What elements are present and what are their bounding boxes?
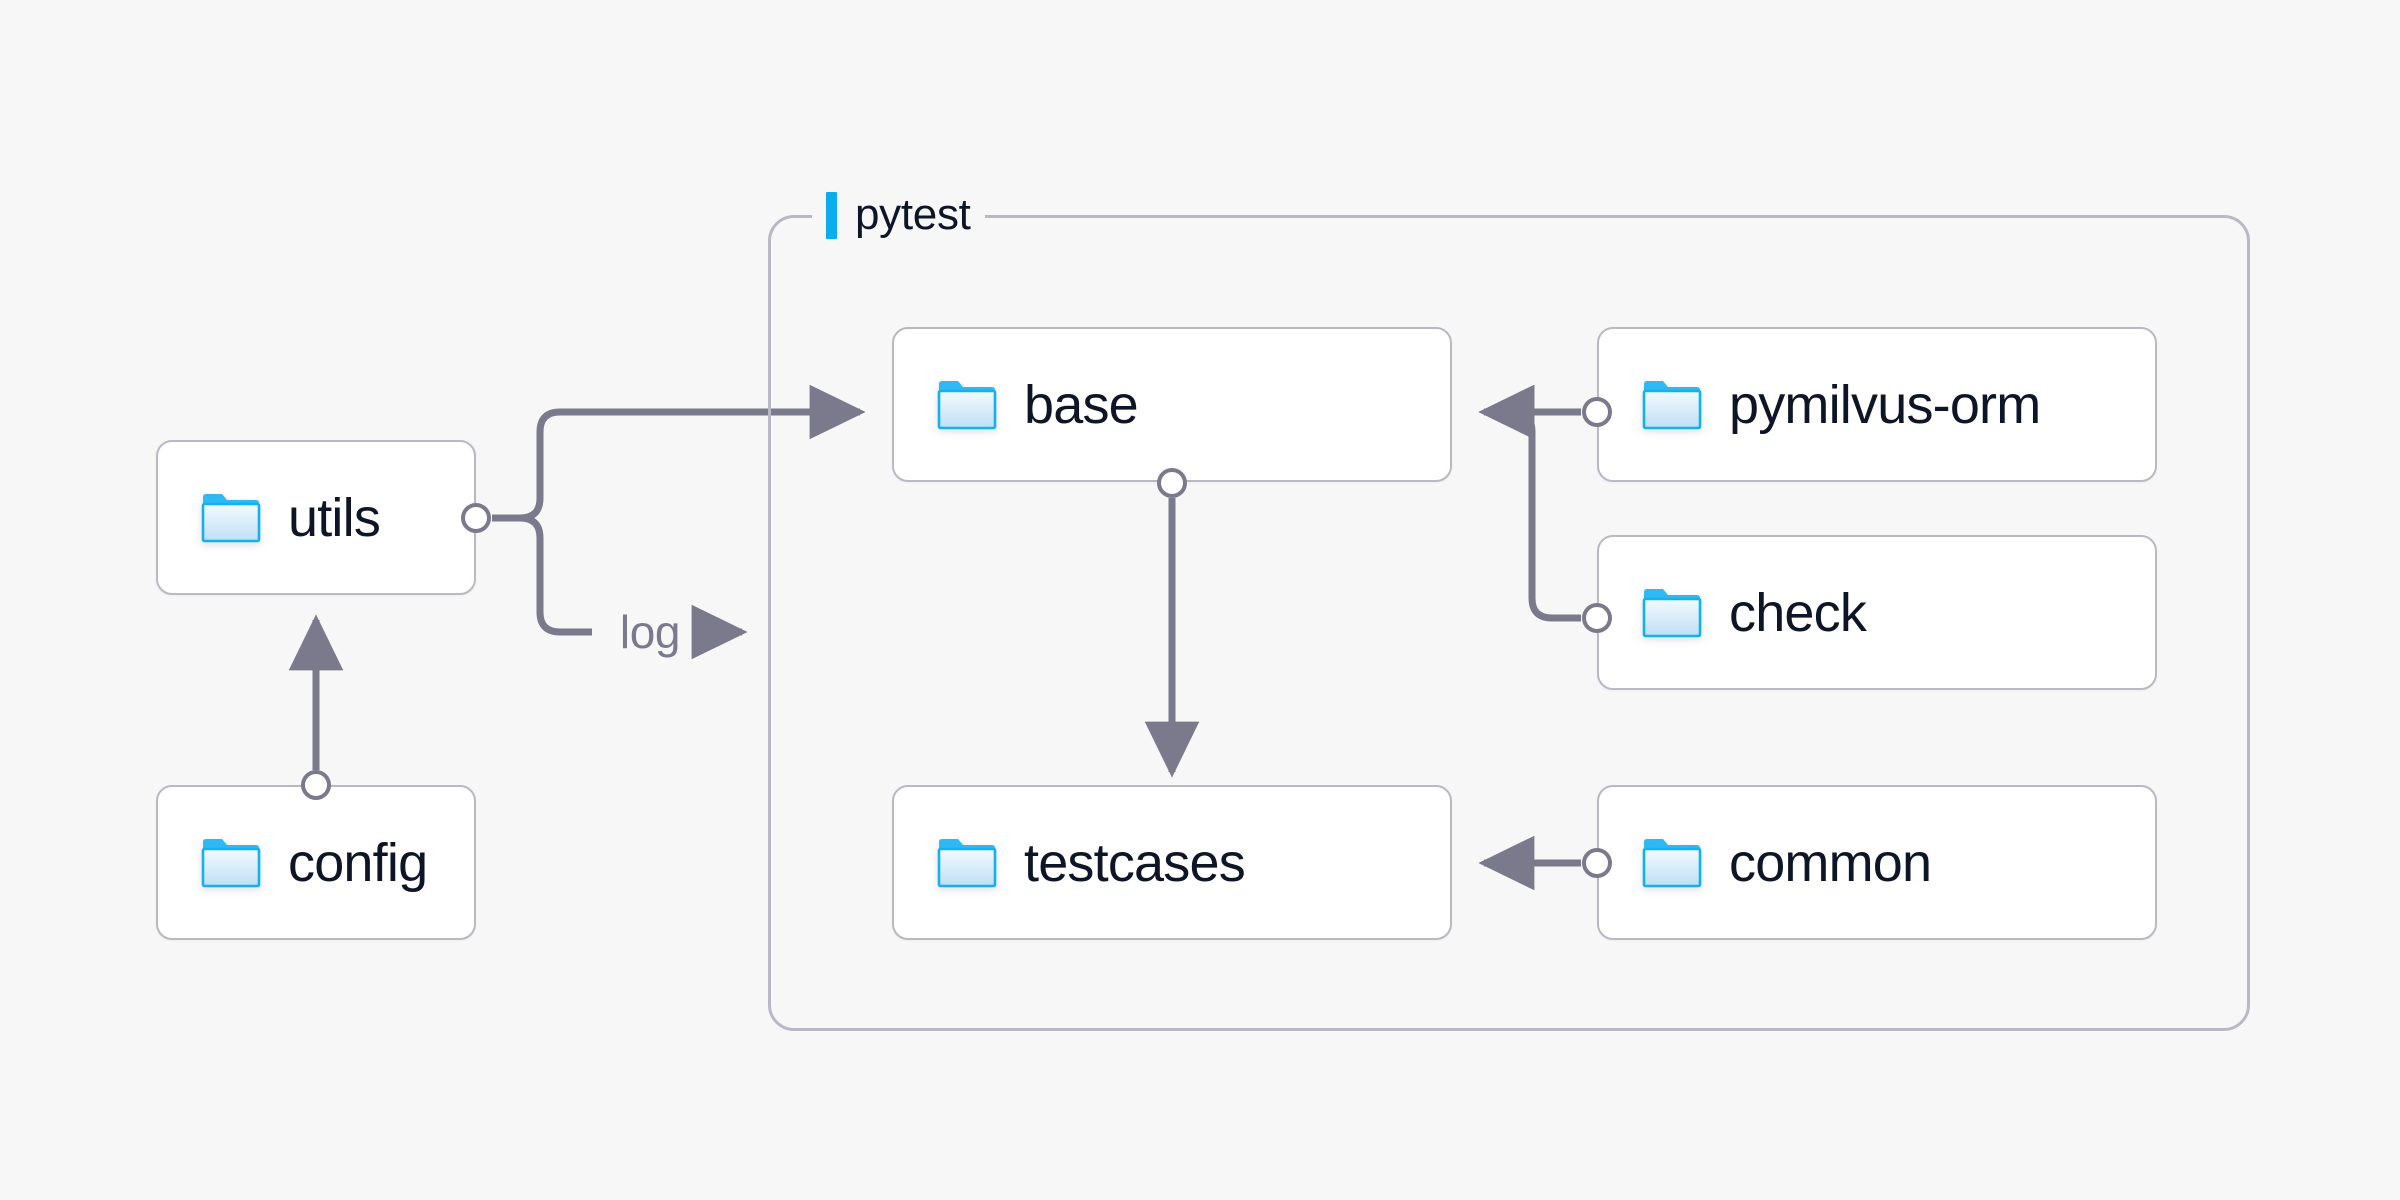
node-label: pymilvus-orm [1729,374,2041,435]
pytest-group-container[interactable] [768,215,2250,1031]
edge-utils-to-log [492,514,592,636]
accent-bar-icon [826,191,837,239]
node-config[interactable]: config [156,785,476,940]
node-label: config [288,832,428,893]
edge-label-log: log [619,606,681,658]
port-base-bottom[interactable] [1157,468,1187,498]
port-pymilvus-orm-left[interactable] [1582,397,1612,427]
node-common[interactable]: common [1597,785,2157,940]
port-common-left[interactable] [1582,848,1612,878]
folder-icon [201,838,261,887]
node-pymilvus-orm[interactable]: pymilvus-orm [1597,327,2157,482]
port-utils-right[interactable] [461,503,491,533]
folder-icon [937,380,997,429]
node-testcases[interactable]: testcases [892,785,1452,940]
folder-icon [1642,588,1702,637]
node-label: base [1024,374,1139,435]
group-title: pytest [855,190,971,239]
port-config-top[interactable] [301,770,331,800]
node-label: check [1729,582,1867,643]
folder-icon [201,493,261,542]
folder-icon [1642,380,1702,429]
folder-icon [1642,838,1702,887]
node-base[interactable]: base [892,327,1452,482]
node-label: common [1729,832,1932,893]
node-utils[interactable]: utils [156,440,476,595]
pytest-group-label: pytest [812,187,985,243]
node-label: utils [288,487,381,548]
node-check[interactable]: check [1597,535,2157,690]
port-check-left[interactable] [1582,603,1612,633]
node-label: testcases [1024,832,1246,893]
folder-icon [937,838,997,887]
